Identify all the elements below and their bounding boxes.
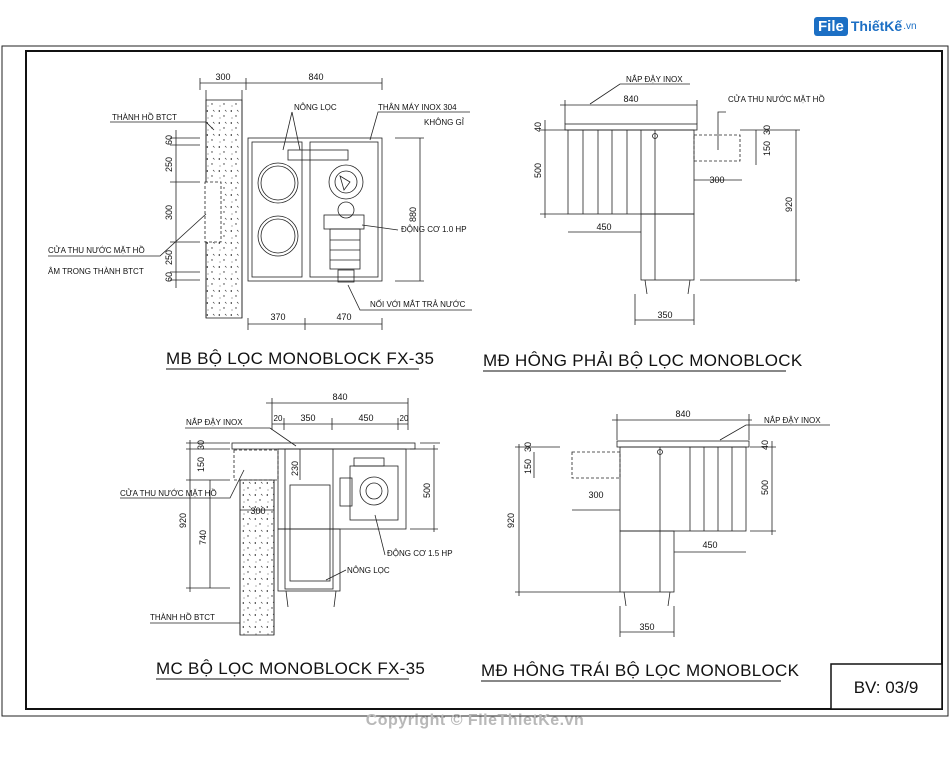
- plan-label-body2: KHÔNG GỈ: [424, 118, 465, 127]
- left-elevation: [515, 414, 830, 637]
- plan-label-body1: THÂN MÁY INOX 304: [378, 103, 457, 112]
- plan-dim-v2: 250: [164, 157, 174, 172]
- right-inlet: [693, 134, 741, 162]
- section-dim-920: 920: [178, 513, 188, 528]
- section-dim-20a: 20: [274, 414, 283, 423]
- plan-dim-v4: 250: [164, 250, 174, 265]
- right-dim-840: 840: [623, 94, 638, 104]
- logo-brand: File: [814, 16, 848, 36]
- plan-dim-v3: 300: [164, 205, 174, 220]
- right-dim-450: 450: [596, 222, 611, 232]
- right-dim-150: 150: [762, 141, 772, 156]
- left-dim-300: 300: [588, 490, 603, 500]
- section-housing: [277, 448, 407, 530]
- left-dim-30: 30: [523, 442, 533, 452]
- right-elevation: [540, 83, 800, 325]
- left-dim-40: 40: [760, 440, 770, 450]
- section-dim-30: 30: [196, 440, 206, 450]
- section-dim-300: 300: [250, 506, 265, 516]
- section-dim-150: 150: [196, 457, 206, 472]
- left-title: MĐ HÔNG TRÁI BỘ LỌC MONOBLOCK: [481, 661, 800, 680]
- right-dim-500: 500: [533, 163, 543, 178]
- section-label-wall: THÀNH HỒ BTCT: [150, 612, 215, 622]
- section-lid: [231, 442, 416, 450]
- plan-label-inlet1: CỬA THU NƯỚC MẶT HỒ: [48, 245, 145, 255]
- section-label-motor: ĐỘNG CƠ 1.5 HP: [387, 549, 453, 558]
- left-lid: [616, 440, 750, 448]
- left-dim-500: 500: [760, 480, 770, 495]
- plan-label-filter: NÔNG LỌC: [294, 103, 337, 112]
- plan-dim-880: 880: [408, 207, 418, 222]
- section-dim-740: 740: [198, 530, 208, 545]
- inner-frame: [25, 50, 943, 710]
- section-label-lid: NẮP ĐẬY INOX: [186, 418, 243, 427]
- plan-dim-470: 470: [336, 312, 351, 322]
- plan-dim-v1: 60: [164, 135, 174, 145]
- logo-name: ThiếtKế: [850, 18, 903, 34]
- logo-tld: .vn: [903, 20, 917, 32]
- left-dim-840: 840: [675, 409, 690, 419]
- plan-label-outlet: NỐI VỚI MẮT TRẢ NƯỚC: [370, 299, 466, 309]
- site-logo[interactable]: File ThiếtKế .vn: [814, 13, 917, 39]
- section-view: [120, 398, 440, 636]
- section-dim-20b: 20: [400, 414, 409, 423]
- right-label-inlet: CỬA THU NƯỚC MẶT HỒ: [728, 94, 825, 104]
- right-dim-300: 300: [709, 175, 724, 185]
- left-dim-920: 920: [506, 513, 516, 528]
- sheet-number: BV: 03/9: [854, 678, 919, 697]
- section-dim-500: 500: [422, 483, 432, 498]
- plan-housing: [247, 137, 383, 282]
- plan-dim-370: 370: [270, 312, 285, 322]
- right-dim-920: 920: [784, 197, 794, 212]
- left-inlet: [571, 451, 621, 479]
- plan-label-inlet2: ÂM TRONG THÀNH BTCT: [48, 267, 144, 276]
- left-label-lid: NẮP ĐẬY INOX: [764, 416, 821, 425]
- section-dim-450: 450: [358, 413, 373, 423]
- plan-view: [48, 78, 472, 330]
- right-title: MĐ HÔNG PHẢI BỘ LỌC MONOBLOCK: [483, 351, 803, 370]
- right-dim-40: 40: [533, 122, 543, 132]
- section-title: MC BỘ LỌC MONOBLOCK FX-35: [156, 659, 425, 678]
- left-dim-150: 150: [523, 459, 533, 474]
- section-dim-840: 840: [332, 392, 347, 402]
- copyright-watermark: Copyright © FileThietKe.vn: [365, 712, 585, 729]
- plan-dim-v5: 60: [164, 272, 174, 282]
- plan-dim-300: 300: [215, 72, 230, 82]
- plan-dim-840: 840: [308, 72, 323, 82]
- outer-frame: [1, 45, 949, 717]
- plan-label-motor: ĐỘNG CƠ 1.0 HP: [401, 225, 467, 234]
- right-dim-30: 30: [762, 125, 772, 135]
- section-label-inlet: CỬA THU NƯỚC MẶT HỒ: [120, 488, 217, 498]
- left-dim-450: 450: [702, 540, 717, 550]
- right-label-lid: NẮP ĐẬY INOX: [626, 75, 683, 84]
- section-dim-350: 350: [300, 413, 315, 423]
- sheet-number-box: [830, 663, 943, 710]
- plan-title: MB BỘ LỌC MONOBLOCK FX-35: [166, 349, 434, 368]
- concrete-wall-section: [239, 479, 275, 636]
- right-lid: [564, 123, 698, 131]
- right-dim-350: 350: [657, 310, 672, 320]
- section-dim-230: 230: [290, 461, 300, 476]
- left-dim-350: 350: [639, 622, 654, 632]
- plan-label-wall: THÀNH HỒ BTCT: [112, 112, 177, 122]
- section-label-filter: NÔNG LỌC: [347, 566, 390, 575]
